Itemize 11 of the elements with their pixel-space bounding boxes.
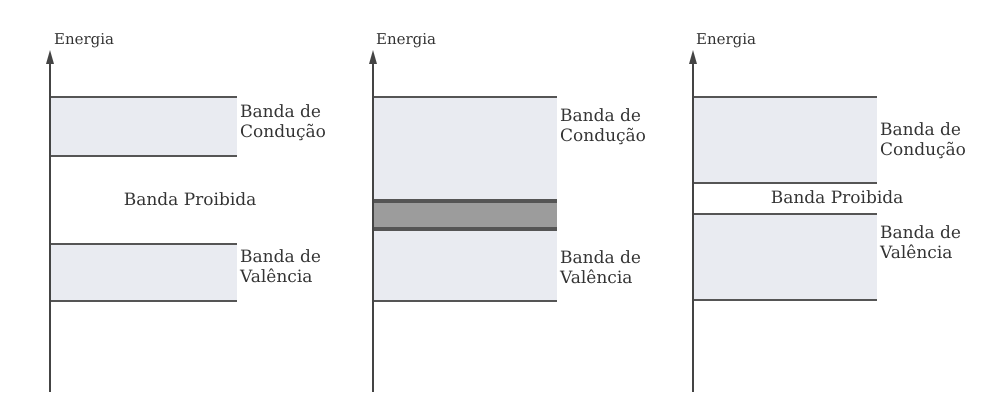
band-label: Banda de Condução (240, 102, 327, 143)
band-label: Banda de Valência (240, 247, 322, 288)
band-label: Banda de Condução (880, 120, 967, 161)
band-label: Banda de Condução (560, 106, 647, 147)
band-label: Banda de Valência (880, 223, 962, 264)
axis-label: Energia (696, 30, 756, 48)
band-label: Banda de Valência (560, 248, 642, 289)
axis-label: Energia (376, 30, 436, 48)
gap-label: Banda Proibida (124, 190, 256, 210)
axis-label: Energia (54, 30, 114, 48)
gap-label: Banda Proibida (770, 188, 904, 208)
